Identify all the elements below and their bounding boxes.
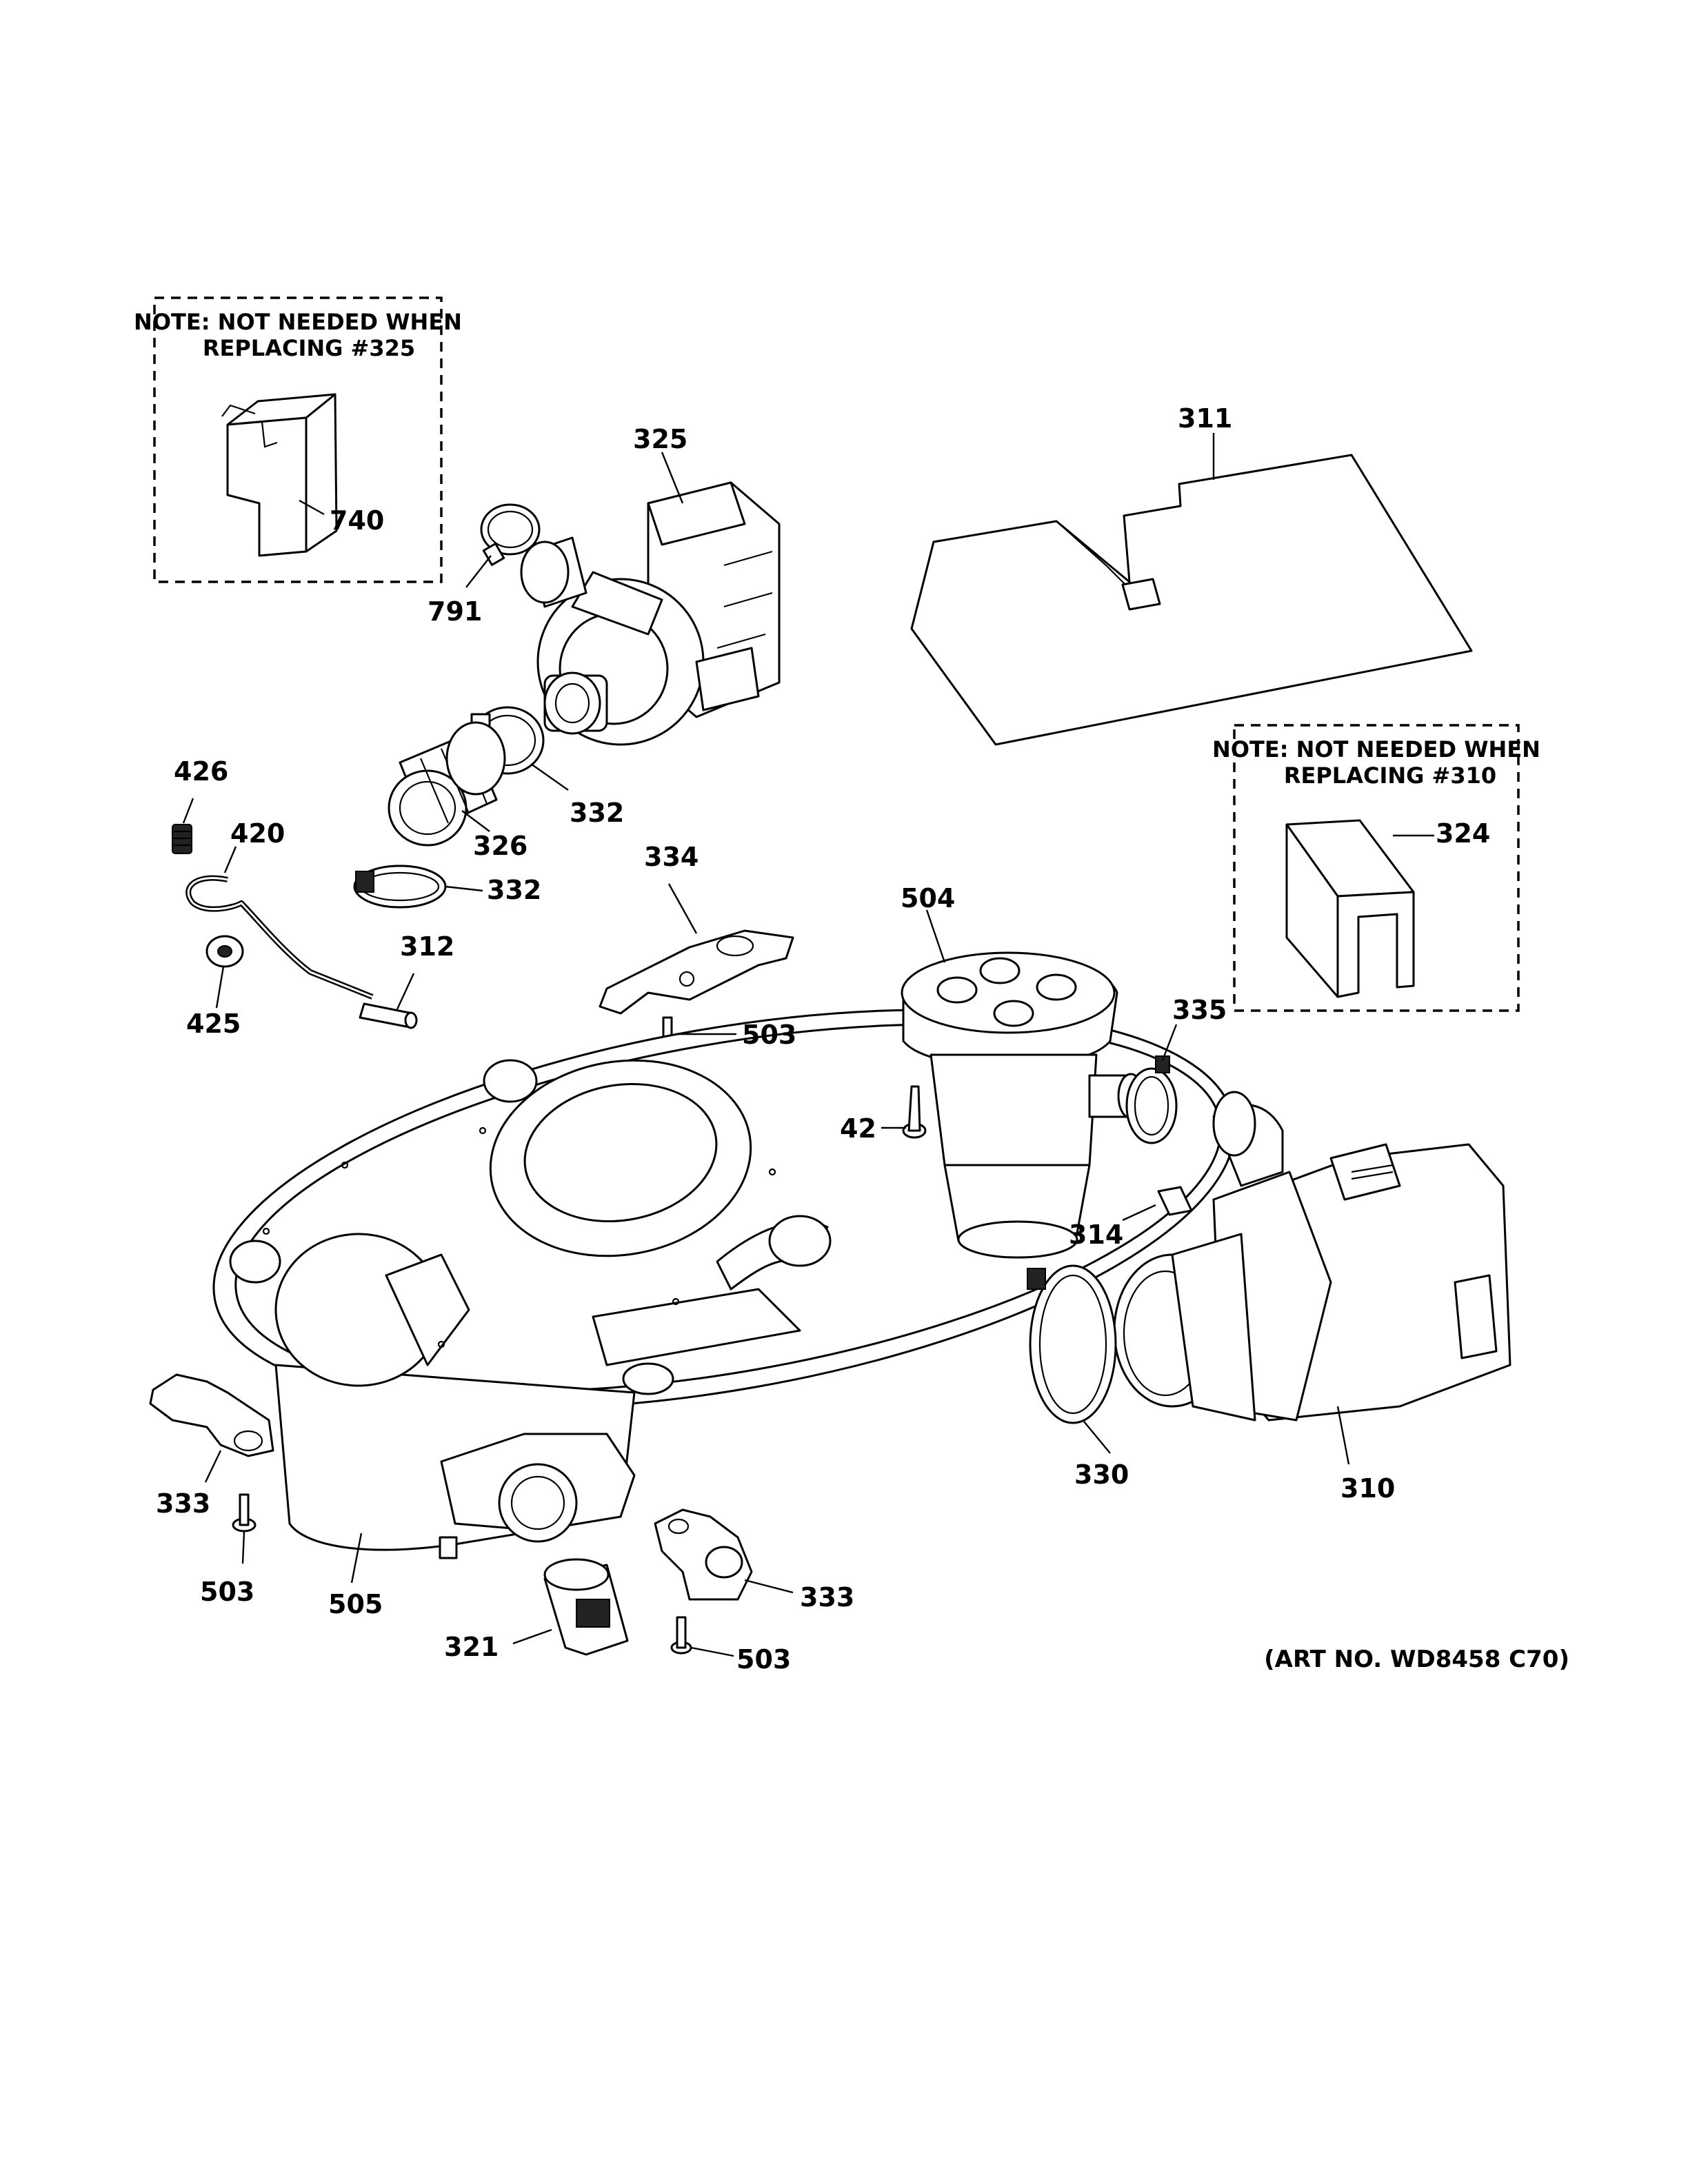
note-325-line1: NOTE: NOT NEEDED WHEN bbox=[134, 309, 462, 335]
note-310-line1: NOTE: NOT NEEDED WHEN bbox=[1212, 736, 1540, 762]
part-321-sensor bbox=[543, 1558, 629, 1656]
callout-312: 312 bbox=[400, 931, 454, 962]
callout-332-upper: 332 bbox=[570, 798, 624, 828]
callout-333-left: 333 bbox=[156, 1488, 210, 1519]
callout-503-upper: 503 bbox=[742, 1020, 796, 1050]
part-333-bracket-right bbox=[654, 1508, 753, 1601]
part-503-screw-left bbox=[232, 1493, 257, 1533]
part-311-sheet bbox=[910, 454, 1473, 746]
callout-310: 310 bbox=[1340, 1473, 1395, 1504]
callout-740: 740 bbox=[330, 505, 384, 536]
part-326-hose bbox=[388, 721, 506, 847]
part-314-pad bbox=[1157, 1186, 1193, 1216]
callout-321: 321 bbox=[444, 1632, 499, 1662]
callout-420: 420 bbox=[230, 818, 285, 849]
note-325-line2: REPLACING #325 bbox=[203, 335, 415, 361]
callout-503-left: 503 bbox=[200, 1577, 254, 1607]
callout-42: 42 bbox=[840, 1113, 876, 1144]
part-740-cover bbox=[221, 393, 338, 557]
part-503-screw-bottom bbox=[670, 1616, 692, 1655]
part-426-screw bbox=[172, 824, 192, 854]
callout-335: 335 bbox=[1172, 995, 1227, 1025]
art-number: (ART NO. WD8458 C70) bbox=[1264, 1646, 1569, 1673]
part-332-clamp-lower bbox=[353, 865, 447, 909]
part-425-grommet bbox=[205, 935, 244, 968]
part-312-tube bbox=[359, 1002, 418, 1029]
callout-326: 326 bbox=[473, 831, 528, 861]
note-box-325: NOTE: NOT NEEDED WHEN REPLACING #325 bbox=[134, 296, 462, 583]
note-310-line2: REPLACING #310 bbox=[1284, 762, 1496, 789]
callout-426: 426 bbox=[174, 756, 228, 787]
part-791-clamp bbox=[480, 503, 541, 566]
callout-311: 311 bbox=[1178, 403, 1232, 434]
callout-330: 330 bbox=[1074, 1459, 1129, 1490]
callout-425: 425 bbox=[186, 1009, 241, 1039]
callout-505: 505 bbox=[328, 1589, 383, 1619]
part-333-bracket-left bbox=[149, 1373, 274, 1457]
part-310-motor bbox=[1113, 1091, 1511, 1422]
part-325-pump bbox=[520, 481, 781, 746]
callout-314: 314 bbox=[1069, 1220, 1123, 1250]
part-42-screw bbox=[902, 1085, 927, 1139]
part-335-clamp bbox=[1125, 1055, 1178, 1144]
callout-333-right: 333 bbox=[800, 1582, 854, 1612]
callout-503-bottom: 503 bbox=[736, 1644, 791, 1675]
callout-332-lower: 332 bbox=[487, 875, 541, 905]
part-504-diverter bbox=[901, 951, 1145, 1259]
callout-334: 334 bbox=[644, 842, 699, 872]
part-324-cover bbox=[1285, 819, 1415, 998]
callouts: 740 325 791 311 332 326 332 426 420 425 … bbox=[156, 403, 1490, 1675]
part-334-bracket bbox=[599, 929, 794, 1015]
note-box-310: NOTE: NOT NEEDED WHEN REPLACING #310 bbox=[1212, 724, 1540, 1012]
callout-504: 504 bbox=[901, 883, 955, 913]
callout-324: 324 bbox=[1436, 818, 1490, 849]
part-330-clamp bbox=[1027, 1264, 1117, 1424]
part-420-rod bbox=[185, 875, 374, 1000]
callout-325: 325 bbox=[633, 424, 687, 454]
leader-lines bbox=[182, 433, 1434, 1657]
callout-791: 791 bbox=[428, 596, 482, 627]
